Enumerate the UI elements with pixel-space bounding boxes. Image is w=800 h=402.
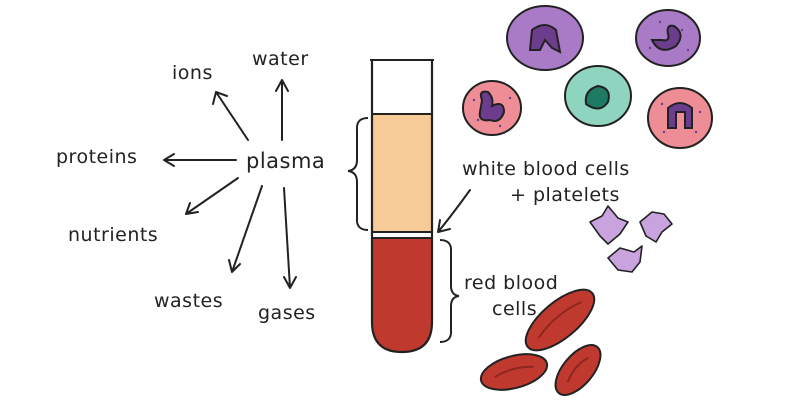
rbc-bottom-left (479, 353, 549, 391)
arrow-to-gases (283, 187, 297, 289)
wbc-purple-small (635, 9, 701, 67)
arrow-to-proteins (163, 153, 237, 167)
proteins-label: proteins (56, 146, 138, 168)
arrow-to-ions (212, 91, 249, 141)
tube-outline (370, 60, 434, 354)
wbc-pink-left (462, 80, 522, 136)
gases-label: gases (258, 302, 316, 324)
plasma-arrows (163, 79, 297, 289)
nutrients-label: nutrients (68, 224, 159, 246)
platelets (589, 205, 673, 273)
white-blood-cells (462, 5, 713, 149)
rbc-label-line2: cells (492, 298, 538, 320)
rbc-top (524, 288, 596, 352)
tube-plasma-layer (372, 114, 432, 232)
tube-rbc-layer (372, 238, 432, 352)
plasma-label: plasma (246, 149, 326, 173)
wbc-pink-right (647, 87, 713, 149)
red-blood-cells (479, 288, 602, 396)
rbc-bottom-right (554, 344, 602, 396)
platelet (589, 205, 629, 245)
wbc-label-line2: + platelets (510, 184, 620, 206)
arrow-to-water (275, 79, 289, 141)
platelet (607, 245, 643, 273)
platelet (639, 211, 673, 243)
test-tube (370, 59, 434, 354)
wastes-label: wastes (154, 290, 224, 312)
rbc-brace (439, 239, 460, 343)
cell-granules (472, 20, 702, 134)
wbc-label-line1: white blood cells (462, 158, 630, 180)
wbc-purple-large (506, 5, 584, 71)
rbc-label-line1: red blood (464, 272, 559, 294)
plasma-brace (347, 117, 369, 231)
water-label: water (252, 48, 309, 70)
arrow-to-wastes (228, 185, 263, 273)
wbc-teal (564, 65, 632, 127)
buffy-coat-arrow (437, 189, 471, 233)
arrow-to-nutrients (185, 177, 239, 215)
ions-label: ions (172, 62, 213, 84)
